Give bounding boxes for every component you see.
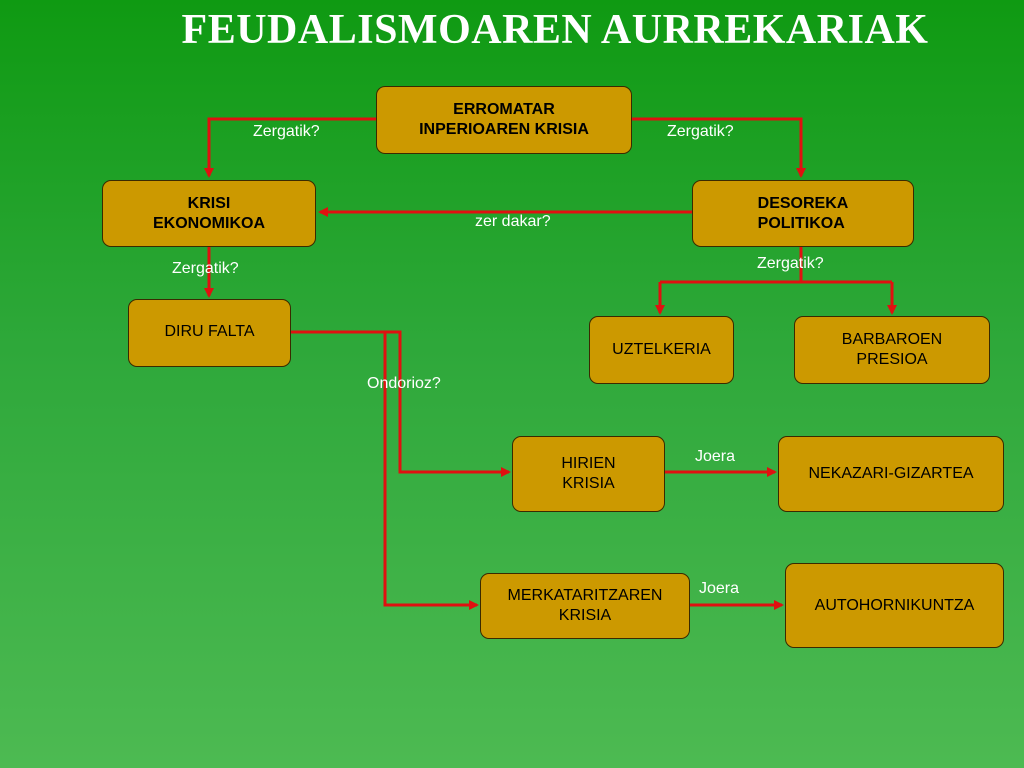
arrow-diru-to-hirien	[290, 330, 511, 477]
node-barbaroen-label: BARBAROEN PRESIOA	[841, 331, 943, 368]
arrow-diru-to-merkataritza	[290, 330, 479, 610]
edge-label-zergatik-diru: Zergatik?	[172, 260, 239, 277]
node-erromatar-krisia: ERROMATAR INPERIOAREN KRISIA	[376, 86, 632, 154]
node-krisi-ekonomikoa: KRISI EKONOMIKOA	[102, 180, 316, 247]
edge-label-zergatik-desoreka: Zergatik?	[757, 255, 824, 272]
node-autohornikuntza: AUTOHORNIKUNTZA	[785, 563, 1004, 648]
node-nekazari-gizartea: NEKAZARI-GIZARTEA	[778, 436, 1004, 512]
edge-label-joera-hirien: Joera	[695, 448, 736, 465]
page-title: FEUDALISMOAREN AURREKARIAK	[181, 7, 929, 53]
node-autohornikuntza-label: AUTOHORNIKUNTZA	[814, 596, 975, 614]
node-hirien-krisia: HIRIEN KRISIA	[512, 436, 665, 512]
node-uztelkeria: UZTELKERIA	[589, 316, 734, 384]
edge-label-zergatik-right: Zergatik?	[667, 123, 734, 140]
node-hirien-label: HIRIEN KRISIA	[561, 455, 616, 492]
node-uztelkeria-label: UZTELKERIA	[612, 341, 711, 358]
node-diru-falta: DIRU FALTA	[128, 299, 291, 367]
node-barbaroen-presioa: BARBAROEN PRESIOA	[794, 316, 990, 384]
edge-label-ondorioz: Ondorioz?	[367, 375, 441, 392]
node-merkataritzaren-label: MERKATARITZAREN KRISIA	[507, 587, 663, 624]
node-desoreka-label: DESOREKA POLITIKOA	[757, 194, 849, 232]
node-nekazari-label: NEKAZARI-GIZARTEA	[808, 465, 974, 482]
node-merkataritzaren-krisia: MERKATARITZAREN KRISIA	[480, 573, 690, 639]
arrow-erromatar-to-krisi	[204, 117, 376, 178]
node-diru-label: DIRU FALTA	[164, 323, 255, 340]
edge-label-zer-dakar: zer dakar?	[475, 213, 551, 230]
arrow-erromatar-to-desoreka	[631, 117, 806, 178]
node-krisi-label: KRISI EKONOMIKOA	[153, 194, 265, 232]
edge-label-joera-merkataritza: Joera	[699, 580, 740, 597]
node-desoreka-politikoa: DESOREKA POLITIKOA	[692, 180, 914, 247]
node-erromatar-label: ERROMATAR INPERIOAREN KRISIA	[419, 101, 589, 138]
edge-label-zergatik-left: Zergatik?	[253, 123, 320, 140]
